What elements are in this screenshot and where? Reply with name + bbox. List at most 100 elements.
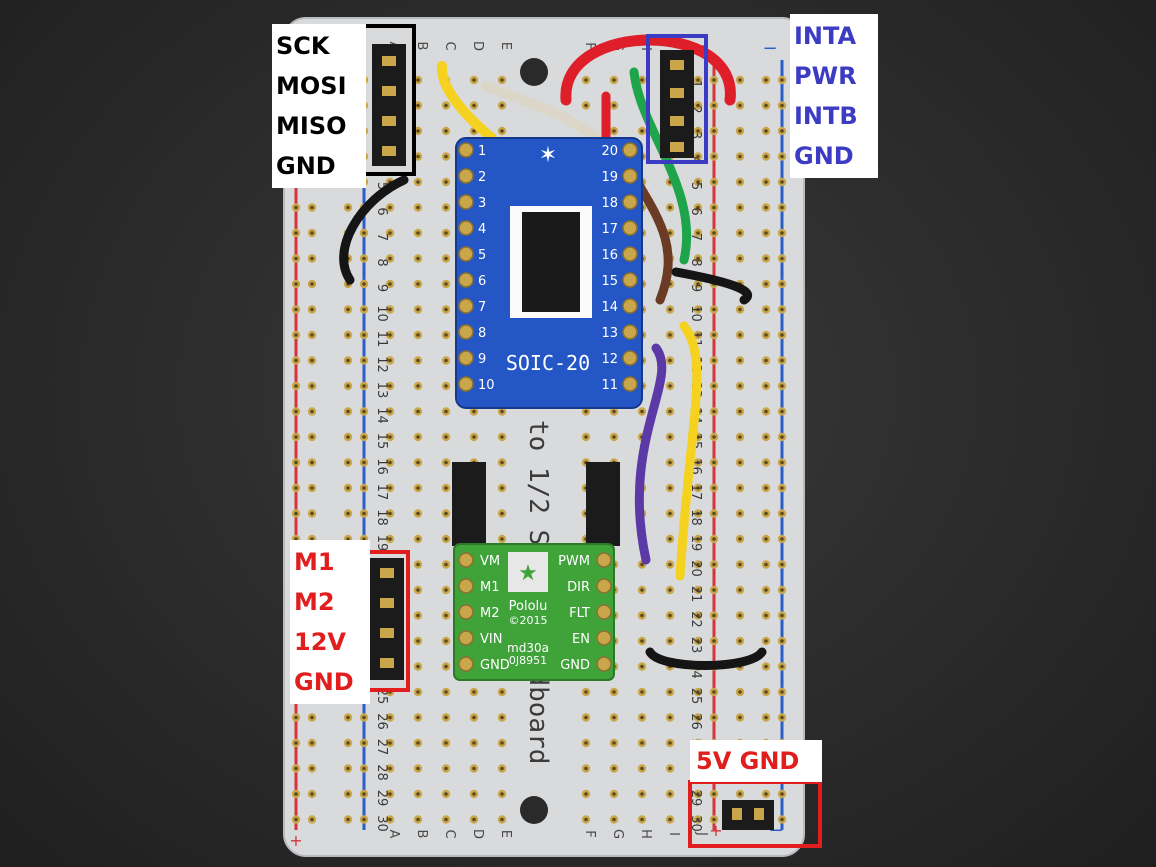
row-letter: I xyxy=(666,832,681,836)
pin-label: 5 xyxy=(478,248,486,263)
header-pins-top-right xyxy=(660,50,694,158)
pin-pad xyxy=(622,376,638,392)
pin-label: 13 xyxy=(601,326,618,341)
label-pwr: PWR xyxy=(794,62,857,90)
wire-white-top xyxy=(481,81,605,145)
row-letter: F xyxy=(582,42,597,49)
pin-label: VIN xyxy=(480,632,502,647)
pin-label: 8 xyxy=(478,326,486,341)
row-number: 13 xyxy=(374,382,389,399)
row-number: 10 xyxy=(688,305,703,322)
row-number: 11 xyxy=(374,331,389,348)
row-number: 7 xyxy=(688,233,703,241)
label-mosi: MOSI xyxy=(276,72,347,100)
pin-pad xyxy=(458,376,474,392)
pin-label: 20 xyxy=(601,144,618,159)
row-number: 3 xyxy=(688,131,703,139)
row-letter: G xyxy=(610,829,625,839)
pololu-star-icon: ★ xyxy=(518,561,538,586)
pin-label: EN xyxy=(572,632,590,647)
driver-brand: Pololu xyxy=(509,599,548,614)
highlight-box-blue xyxy=(646,34,708,164)
interrupt-pin-labels: INTA PWR INTB GND xyxy=(790,14,878,178)
pin-pad xyxy=(622,324,638,340)
row-letter: J xyxy=(694,831,709,836)
row-letter: D xyxy=(470,829,485,839)
row-number: 23 xyxy=(688,637,703,654)
pololu-logo-icon xyxy=(508,552,548,592)
row-number: 19 xyxy=(688,535,703,552)
row-number: 7 xyxy=(374,233,389,241)
label-gnd-bottom-left: GND xyxy=(294,668,354,696)
pin-label: GND xyxy=(560,658,590,673)
label-gnd-top-right: GND xyxy=(794,142,854,170)
row-number: 28 xyxy=(374,764,389,781)
pin-pad xyxy=(596,578,612,594)
wire-black-bottom xyxy=(645,647,767,670)
wire-black-right xyxy=(671,267,752,305)
row-number: 10 xyxy=(374,305,389,322)
power-pin-label: 5V GND xyxy=(690,740,822,782)
pin-label: 9 xyxy=(478,352,486,367)
row-number: 9 xyxy=(688,284,703,292)
pin-label: 7 xyxy=(478,300,486,315)
pin-label: 19 xyxy=(601,170,618,185)
driver-year: ©2015 xyxy=(509,614,548,627)
row-number: 21 xyxy=(688,586,703,603)
row-number: 25 xyxy=(688,688,703,705)
row-number: 2 xyxy=(688,105,703,113)
wire-purple xyxy=(634,343,667,565)
pin-pad xyxy=(622,194,638,210)
pin-pad xyxy=(458,324,474,340)
row-letter: C xyxy=(442,41,457,50)
pin-pad xyxy=(622,298,638,314)
row-number: 8 xyxy=(374,258,389,266)
pin-pad xyxy=(458,168,474,184)
label-gnd-top-left: GND xyxy=(276,152,336,180)
highlight-box-red-bottom xyxy=(688,780,822,848)
row-number: 15 xyxy=(374,433,389,450)
row-letter: A xyxy=(386,830,401,839)
label-intb: INTB xyxy=(794,102,858,130)
row-number: 20 xyxy=(688,560,703,577)
label-12v: 12V xyxy=(294,628,346,656)
plus-sign-right: + xyxy=(709,821,722,840)
pin-pad xyxy=(458,604,474,620)
pololu-driver-board: ★ Pololu ©2015 md30a 0J8951 VMM1M2VINGND… xyxy=(453,543,615,681)
pin-label: PWM xyxy=(558,554,590,569)
pin-pad xyxy=(622,350,638,366)
pin-label: VM xyxy=(480,554,500,569)
pin-label: 6 xyxy=(478,274,486,289)
pin-pad xyxy=(458,656,474,672)
minus-sign-right: − xyxy=(762,38,777,59)
row-letter: H xyxy=(638,829,653,839)
row-letter: F xyxy=(582,830,597,837)
pin-pad xyxy=(458,220,474,236)
label-m1: M1 xyxy=(294,548,335,576)
pin-label: M2 xyxy=(480,606,500,621)
driver-serial: 0J8951 xyxy=(509,654,547,667)
header-pins-top-left xyxy=(372,44,406,166)
pin-label: 12 xyxy=(601,352,618,367)
pin-pad xyxy=(458,142,474,158)
row-letter: E xyxy=(498,42,513,50)
pin-label: 15 xyxy=(601,274,618,289)
pin-pad xyxy=(622,246,638,262)
row-number: 22 xyxy=(688,611,703,628)
pin-pad xyxy=(458,194,474,210)
row-number: 1 xyxy=(688,80,703,88)
pin-label: 11 xyxy=(601,378,618,393)
pin-pad xyxy=(596,630,612,646)
row-number: 14 xyxy=(374,407,389,424)
pin-label: 4 xyxy=(478,222,486,237)
row-letter: E xyxy=(498,830,513,838)
female-headers-middle xyxy=(452,462,620,546)
pin-pad xyxy=(458,298,474,314)
label-m2: M2 xyxy=(294,588,335,616)
row-number: 5 xyxy=(374,182,389,190)
pin-label: 1 xyxy=(478,144,486,159)
wire-yellow-right xyxy=(675,321,702,581)
